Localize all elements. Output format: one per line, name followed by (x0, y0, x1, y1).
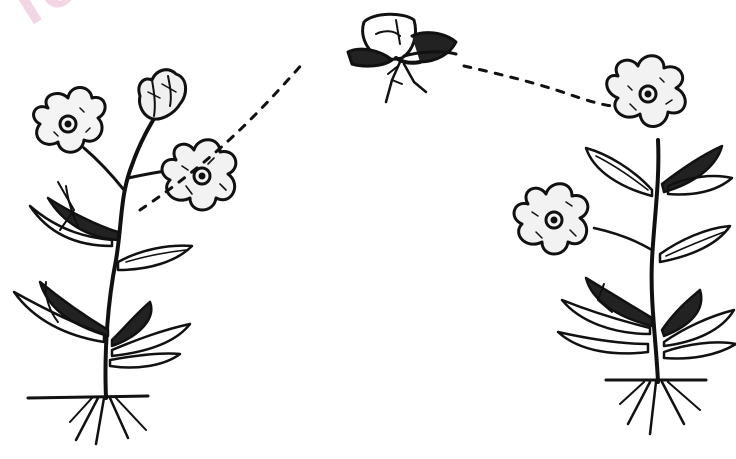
left-flower-top (34, 88, 106, 153)
right-main-stem (652, 140, 659, 382)
right-branch-side (594, 228, 652, 250)
left-leaves (14, 182, 192, 368)
right-flower-top (607, 56, 686, 127)
left-branch-upper (84, 148, 124, 190)
left-flower-bud (139, 70, 186, 119)
right-flower-side (514, 184, 588, 254)
left-flower-middle (162, 140, 236, 210)
left-plant (14, 70, 236, 444)
butterfly-icon (348, 14, 456, 102)
left-ground-and-roots (28, 396, 148, 444)
right-ground-and-roots (606, 380, 706, 434)
right-plant (514, 56, 736, 434)
right-leaves (558, 146, 736, 358)
